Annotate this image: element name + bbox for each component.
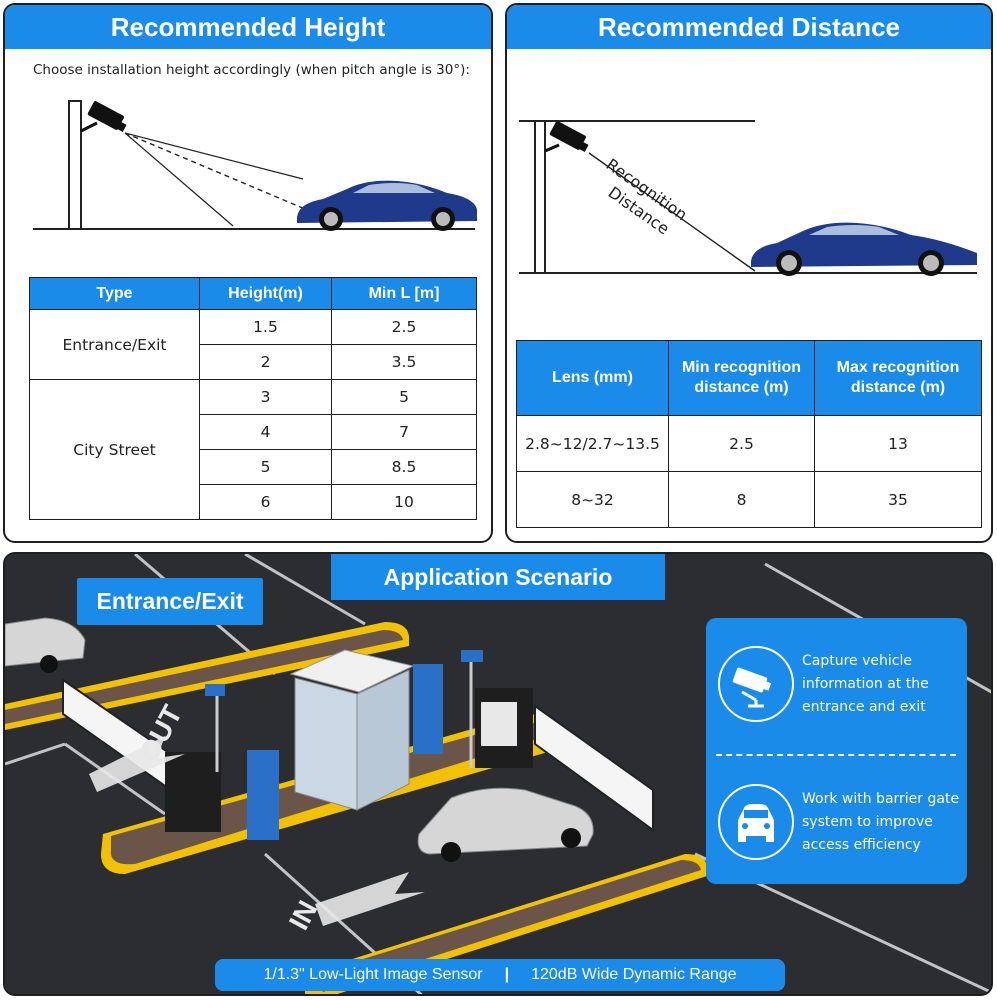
pole — [68, 100, 82, 230]
height-cell: 4 — [199, 414, 332, 450]
spec-wdr: 120dB Wide Dynamic Range — [531, 966, 737, 983]
application-scenario-panel: OUT IN Application Scenario Entrance/Exi… — [3, 552, 993, 996]
barrier-gate-right — [413, 664, 654, 832]
col-max-distance: Max recognition distance (m) — [814, 340, 982, 416]
height-diagram — [33, 100, 477, 231]
height-cell: 2 — [199, 344, 332, 380]
upper-island — [5, 622, 409, 730]
table-row: 6 10 — [30, 484, 477, 520]
application-scenario-title: Application Scenario — [331, 554, 665, 600]
min-l-cell: 3.5 — [331, 344, 477, 380]
min-l-cell: 10 — [331, 484, 477, 520]
col-height: Height(m) — [199, 277, 332, 310]
feature-capture: Capture vehicle information at the entra… — [718, 632, 958, 732]
table-row: City Street 3 5 — [29, 379, 477, 520]
spec-bar: 1/1.3" Low-Light Image Sensor | 120dB Wi… — [215, 959, 785, 991]
car-icon — [718, 784, 794, 860]
height-panel-title: Recommended Height — [5, 5, 491, 49]
recommended-distance-panel: Recommended Distance Recognition Distanc… — [505, 3, 993, 543]
col-min-l: Min L [m] — [331, 277, 477, 310]
height-subtitle: Choose installation height accordingly (… — [33, 62, 470, 78]
spec-sensor: 1/1.3" Low-Light Image Sensor — [263, 966, 483, 983]
lens-cell: 2.8~12/2.7~13.5 — [516, 415, 669, 472]
min-l-cell: 2.5 — [331, 309, 477, 345]
col-min-distance: Min recognition distance (m) — [668, 340, 815, 416]
min-l-cell: 8.5 — [331, 449, 477, 485]
height-cell: 1.5 — [199, 309, 332, 345]
camera-icon — [80, 101, 127, 133]
car-icon — [417, 787, 594, 862]
max-distance-cell: 13 — [814, 415, 982, 472]
cctv-camera-icon — [718, 646, 794, 722]
max-distance-cell: 35 — [814, 471, 982, 528]
height-table: Type Height(m) Min L [m] Entrance/Exit 1… — [29, 277, 477, 520]
col-type: Type — [29, 277, 200, 310]
feature-box: Capture vehicle information at the entra… — [706, 618, 967, 884]
table-row: Entrance/Exit 1.5 2.5 — [29, 309, 477, 380]
camera-icon — [544, 121, 589, 153]
min-l-cell: 5 — [331, 379, 477, 415]
barrier-gate-left — [62, 678, 279, 840]
recommended-height-panel: Recommended Height Choose installation h… — [3, 3, 493, 543]
pole — [534, 120, 546, 274]
table-row: 8~32 8 35 — [516, 471, 982, 528]
distance-table: Lens (mm) Min recognition distance (m) M… — [516, 340, 982, 528]
col-lens: Lens (mm) — [516, 340, 669, 416]
car-icon — [5, 617, 86, 673]
car-icon — [751, 222, 977, 276]
guard-booth — [289, 649, 415, 811]
feature-divider — [716, 754, 956, 756]
table-row: 2.8~12/2.7~13.5 2.5 13 — [516, 415, 982, 472]
feature-capture-text: Capture vehicle information at the entra… — [802, 653, 929, 715]
spec-separator: | — [504, 966, 510, 983]
feature-barrier-text: Work with barrier gate system to improve… — [802, 791, 960, 853]
distance-diagram: Recognition Distance — [519, 120, 977, 276]
car-icon — [297, 180, 477, 231]
min-distance-cell: 8 — [668, 471, 815, 528]
height-cell: 6 — [199, 484, 332, 520]
min-distance-cell: 2.5 — [668, 415, 815, 472]
feature-barrier: Work with barrier gate system to improve… — [718, 770, 959, 870]
parking-scene-illustration: OUT IN — [5, 554, 991, 994]
type-cell: City Street — [29, 379, 200, 520]
table-row: 5 8.5 — [30, 449, 477, 485]
distance-panel-title: Recommended Distance — [507, 5, 991, 49]
type-cell: Entrance/Exit — [29, 309, 200, 380]
height-cell: 3 — [199, 379, 332, 415]
entrance-exit-badge: Entrance/Exit — [77, 578, 263, 625]
lens-cell: 8~32 — [516, 471, 669, 528]
min-l-cell: 7 — [331, 414, 477, 450]
camera-post — [205, 650, 483, 772]
height-cell: 5 — [199, 449, 332, 485]
